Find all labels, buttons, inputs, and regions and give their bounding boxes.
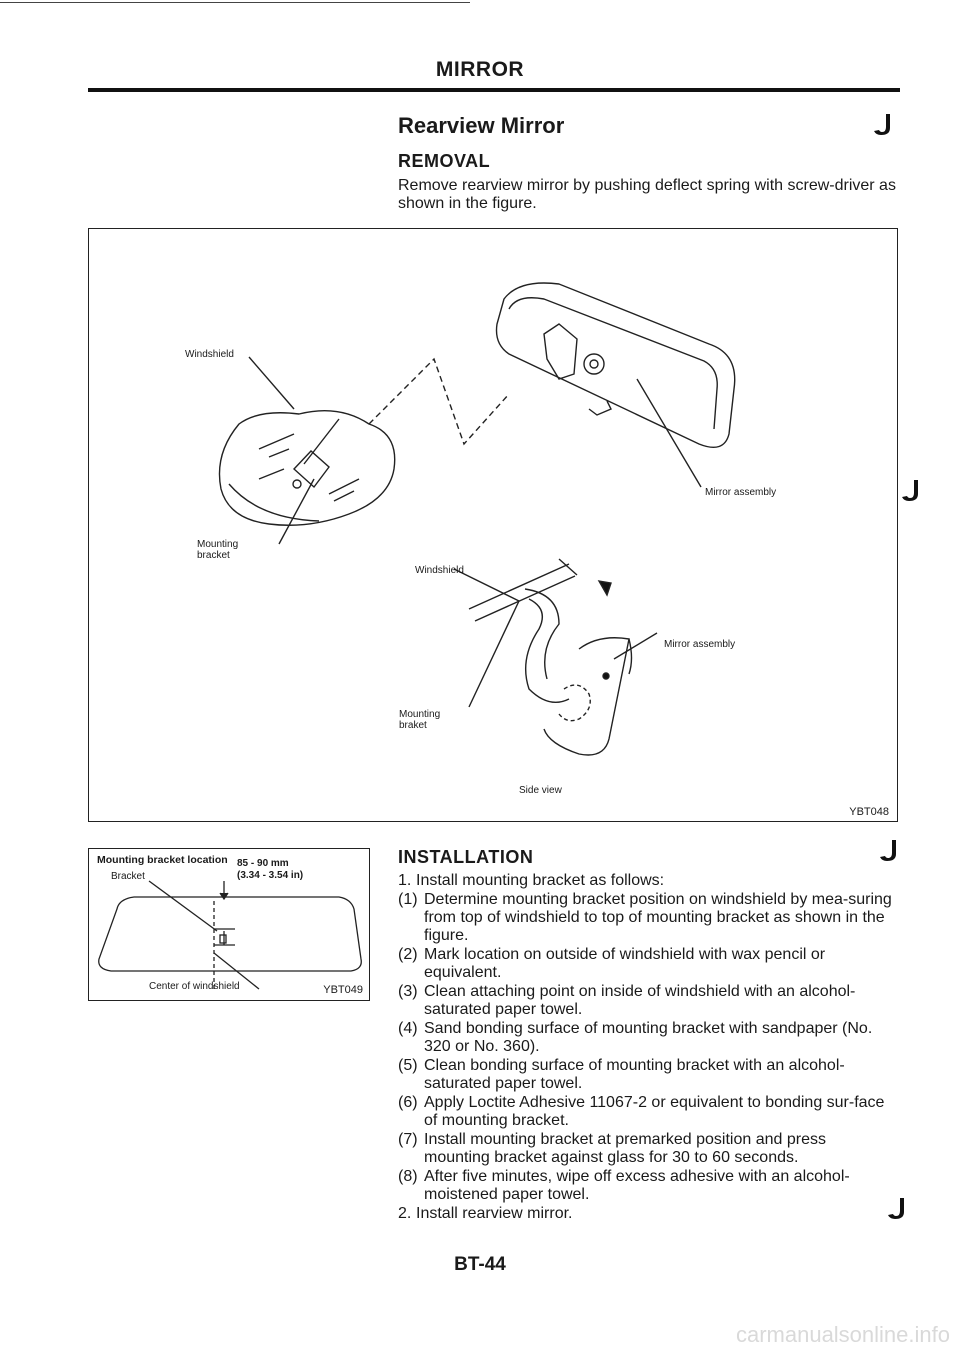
step-item: (5)Clean bonding surface of mounting bra…: [398, 1057, 845, 1092]
step-item: (7)Install mounting bracket at premarked…: [398, 1131, 826, 1166]
dimension-mm: 85 - 90 mm: [237, 858, 289, 869]
section-title: MIRROR: [435, 58, 525, 81]
step-item: 2.Install rearview mirror.: [398, 1205, 573, 1222]
step-item: (3)Clean attaching point on inside of wi…: [398, 983, 856, 1018]
revision-check-icon: [874, 114, 890, 135]
step-item: (6)Apply Loctite Adhesive 11067-2 or equ…: [398, 1094, 885, 1129]
watermark: carmanualsonline.info: [735, 1322, 950, 1347]
installation-steps: 1.Install mounting bracket as follows: (…: [398, 872, 893, 1224]
step-item: 1.Install mounting bracket as follows:: [398, 872, 665, 889]
top-scan-line: [0, 2, 470, 3]
label-mirror-assembly-side: Mirror assembly: [664, 639, 736, 650]
step-item: (1)Determine mounting bracket position o…: [398, 891, 892, 944]
revision-check-icon: [902, 480, 918, 501]
label-bracket: Bracket: [111, 871, 145, 882]
figure-code: YBT049: [323, 984, 363, 996]
step-item: (2)Mark location on outside of windshiel…: [398, 946, 826, 981]
label-windshield-side: Windshield: [415, 565, 464, 576]
label-mounting-bracket-top: Mounting bracket: [197, 539, 239, 561]
step-item: (4)Sand bonding surface of mounting brac…: [398, 1020, 873, 1055]
figure-title: Mounting bracket location: [97, 854, 228, 866]
removal-text: Remove rearview mirror by pushing deflec…: [398, 177, 896, 212]
label-mirror-assembly-top: Mirror assembly: [705, 487, 777, 498]
label-windshield-top: Windshield: [185, 349, 234, 360]
dimension-in: (3.34 - 3.54 in): [237, 870, 304, 881]
revision-check-icon: [888, 1198, 904, 1219]
mirror-removal-figure: Windshield Mounting bracket Mirror assem…: [88, 228, 898, 822]
figure-code: YBT048: [849, 806, 889, 818]
installation-heading: INSTALLATION: [398, 847, 534, 867]
title-rule: [88, 88, 900, 92]
page-subtitle: Rearview Mirror: [398, 113, 565, 138]
label-side-view: Side view: [519, 785, 562, 796]
bracket-location-figure: Mounting bracket location 85 - 90 mm (3.…: [88, 848, 370, 1001]
mirror-illustration: [218, 282, 736, 756]
revision-check-icon: [880, 840, 896, 861]
removal-heading: REMOVAL: [398, 151, 491, 171]
label-mounting-braket-side: Mounting braket: [399, 709, 441, 731]
page-number: BT-44: [454, 1254, 506, 1275]
windshield-outline: [98, 880, 362, 990]
label-center-of-windshield: Center of windshield: [149, 981, 240, 992]
step-item: (8)After five minutes, wipe off excess a…: [398, 1168, 850, 1203]
